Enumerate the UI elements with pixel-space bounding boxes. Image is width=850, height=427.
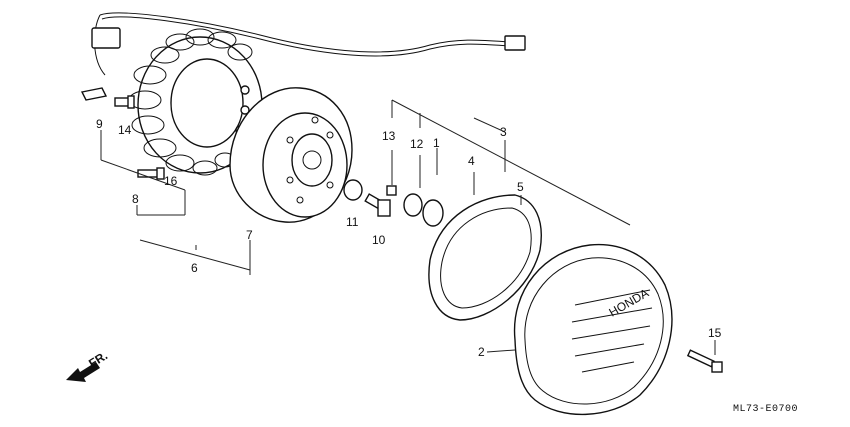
callout-16: 16 — [164, 174, 178, 188]
callout-4: 4 — [468, 154, 475, 168]
arrow-icon — [66, 362, 100, 382]
callout-14: 14 — [118, 123, 132, 137]
stator-bolt — [114, 95, 135, 109]
wire-clip — [80, 87, 108, 101]
rotor-bolt — [364, 193, 391, 217]
callout-2: 2 — [478, 345, 485, 359]
callout-5: 5 — [517, 180, 524, 194]
cover-mounting-bolt — [686, 349, 723, 373]
callout-1: 1 — [433, 136, 440, 150]
diagram-code: ML73-E0700 — [733, 404, 798, 415]
callout-3: 3 — [500, 125, 507, 139]
callout-12: 12 — [410, 137, 424, 151]
callout-8: 8 — [132, 192, 139, 206]
oil-seal — [422, 199, 444, 227]
gasket-plate — [428, 194, 542, 321]
callout-numbers: 1 2 3 4 5 6 7 8 9 10 11 12 13 14 15 16 — [96, 117, 722, 359]
flywheel-rotor — [229, 87, 353, 223]
front-direction-arrow: FR. — [66, 348, 110, 382]
callout-13: 13 — [382, 129, 396, 143]
callout-9: 9 — [96, 117, 103, 131]
cover-bolt — [386, 185, 397, 196]
callout-11: 11 — [346, 215, 359, 229]
wire-harness — [91, 12, 526, 76]
callout-10: 10 — [372, 233, 386, 247]
crankcase-cover: HONDA — [513, 243, 673, 416]
callout-7: 7 — [246, 228, 253, 242]
callout-15: 15 — [708, 326, 722, 340]
washer — [343, 179, 363, 201]
leader-lines — [100, 99, 716, 355]
callout-6: 6 — [191, 261, 198, 275]
plug — [403, 193, 423, 217]
